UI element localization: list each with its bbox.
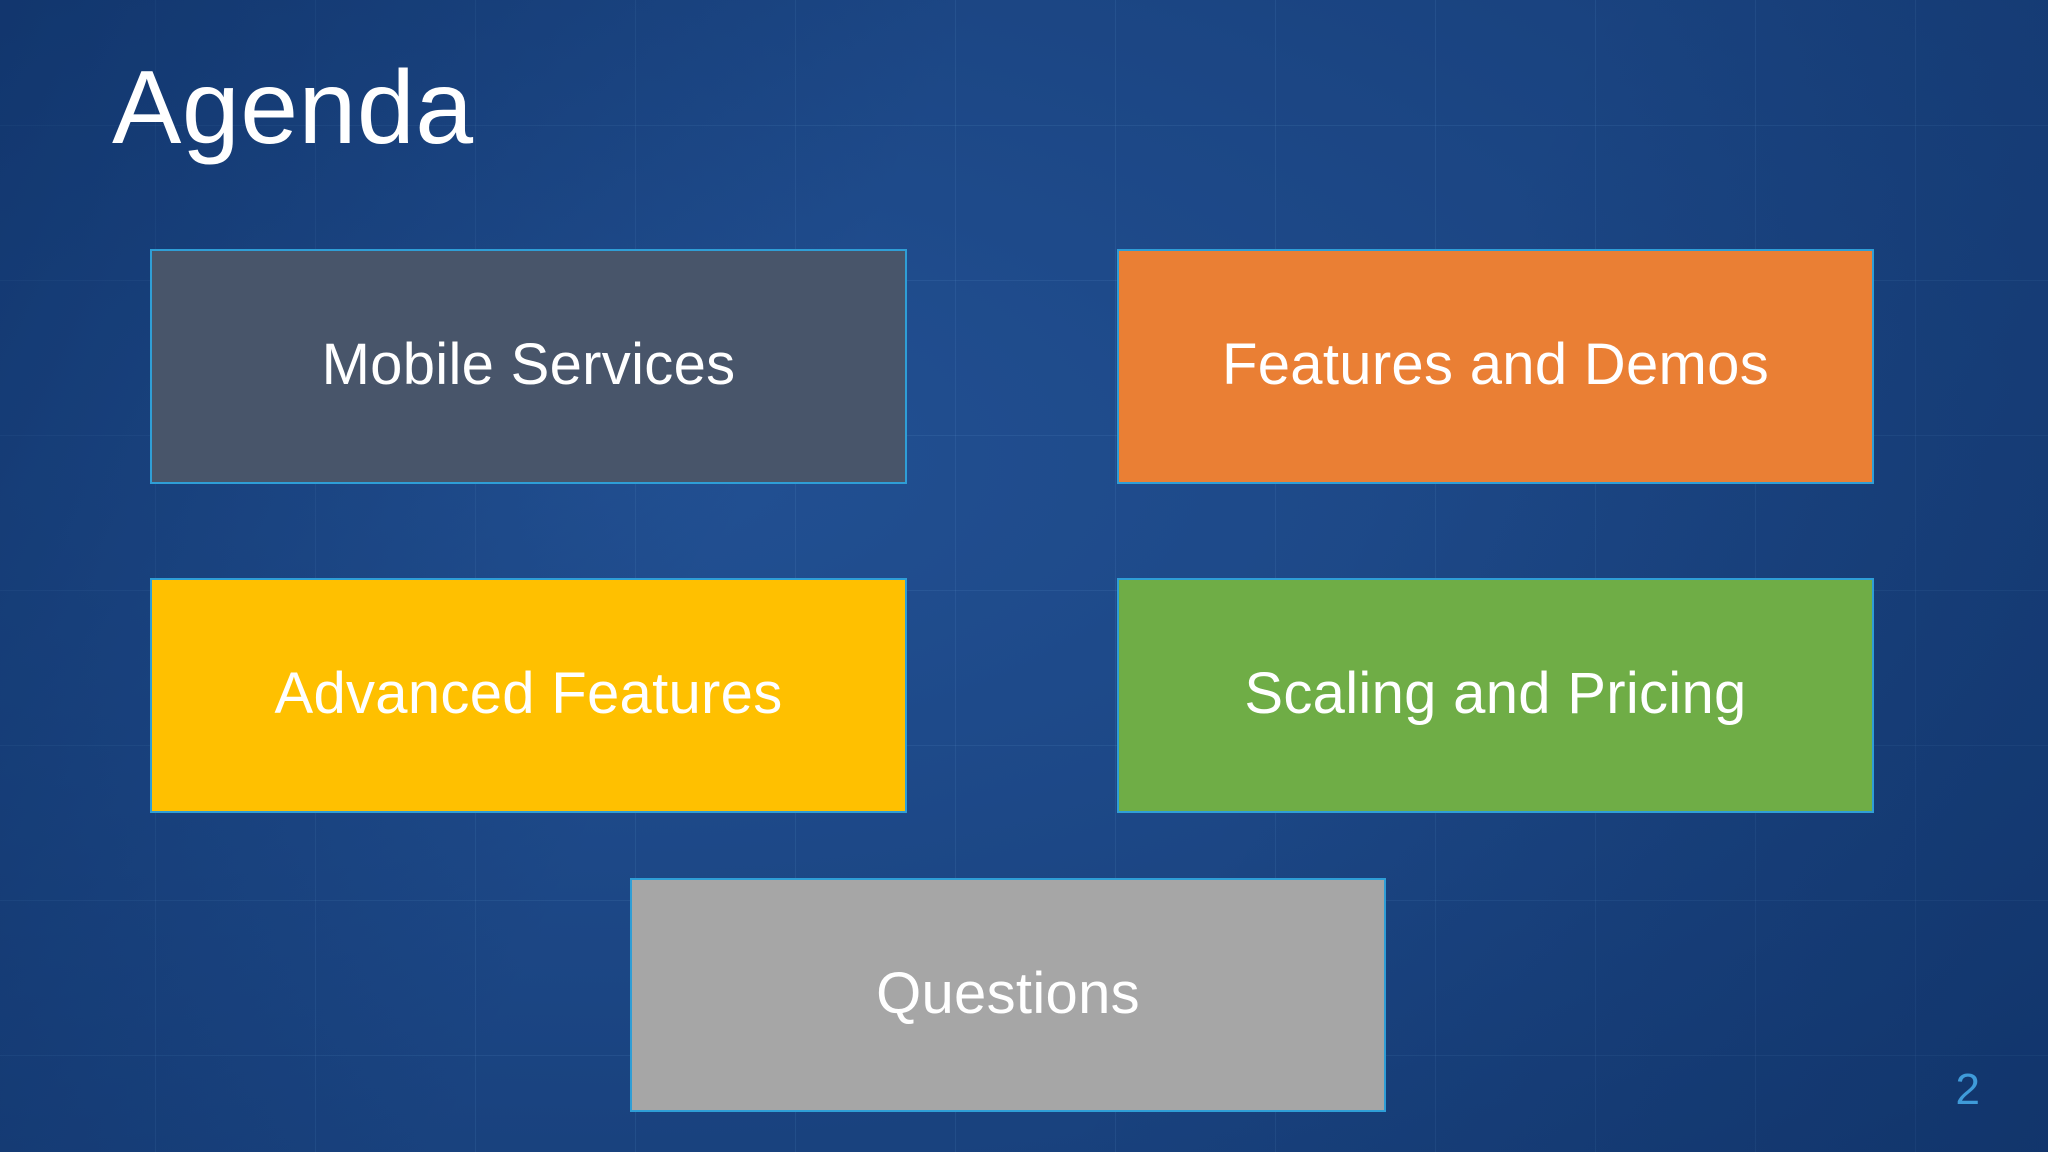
agenda-item-questions[interactable]: Questions bbox=[630, 878, 1386, 1112]
page-title: Agenda bbox=[112, 50, 474, 166]
agenda-item-mobile-services[interactable]: Mobile Services bbox=[150, 249, 907, 484]
agenda-item-label: Mobile Services bbox=[321, 332, 736, 397]
slide-number: 2 bbox=[1955, 1065, 1980, 1114]
agenda-item-features-demos[interactable]: Features and Demos bbox=[1117, 249, 1874, 484]
agenda-item-label: Features and Demos bbox=[1222, 332, 1769, 397]
agenda-item-label: Advanced Features bbox=[274, 661, 783, 726]
agenda-item-label: Questions bbox=[876, 960, 1140, 1026]
agenda-item-advanced-features[interactable]: Advanced Features bbox=[150, 578, 907, 813]
agenda-item-scaling-pricing[interactable]: Scaling and Pricing bbox=[1117, 578, 1874, 813]
agenda-item-label: Scaling and Pricing bbox=[1244, 661, 1747, 726]
